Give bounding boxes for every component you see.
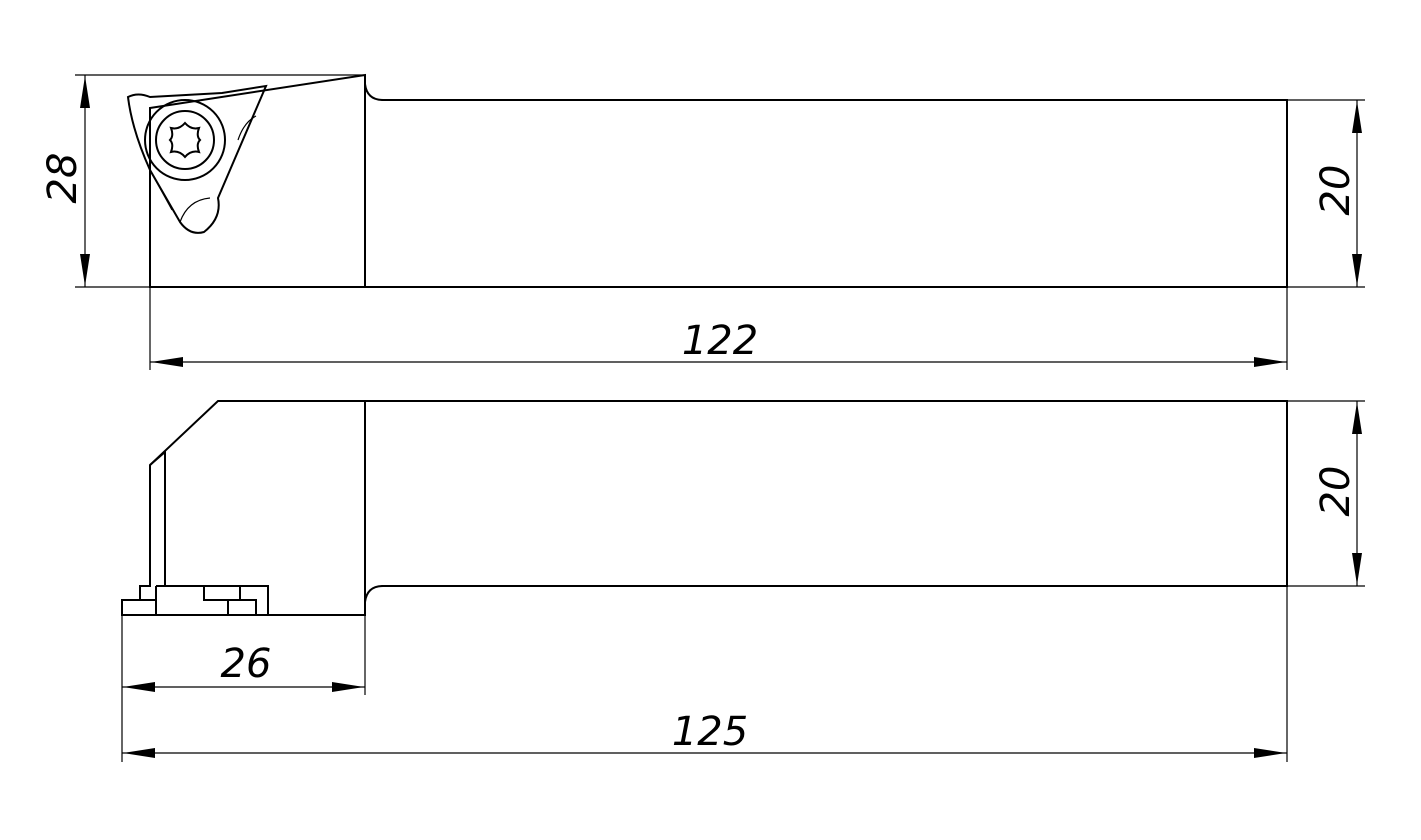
top-view: 28 20 122 [40,73,1365,370]
dim-122: 122 [149,287,1288,370]
dim-20-top: 20 [1287,99,1365,288]
side-view: 20 26 125 [121,400,1365,762]
blade-outline [149,449,166,586]
insert-tip-blocks [140,585,269,615]
dim-125: 125 [122,586,1288,762]
insert-outline [126,84,268,234]
torx-socket-icon [168,121,202,159]
dim-20-side-label: 20 [1313,466,1359,517]
dim-28: 28 [40,74,365,288]
top-view-body-outline [149,73,1288,288]
dim-122-label: 122 [682,318,758,364]
insert-cutting-edge [149,169,173,211]
insert-edge-notch [237,115,257,141]
dim-20-top-label: 20 [1313,165,1359,216]
dim-28-label: 28 [40,153,86,204]
screw-outer-circle [144,99,226,181]
dim-26: 26 [121,615,366,762]
insert-nose-arc [179,197,211,223]
dim-26-label: 26 [221,641,272,687]
dim-125-label: 125 [672,709,748,755]
screw-head-circle [155,110,215,170]
dim-20-side: 20 [1287,400,1365,587]
side-view-body-outline [121,400,1288,616]
